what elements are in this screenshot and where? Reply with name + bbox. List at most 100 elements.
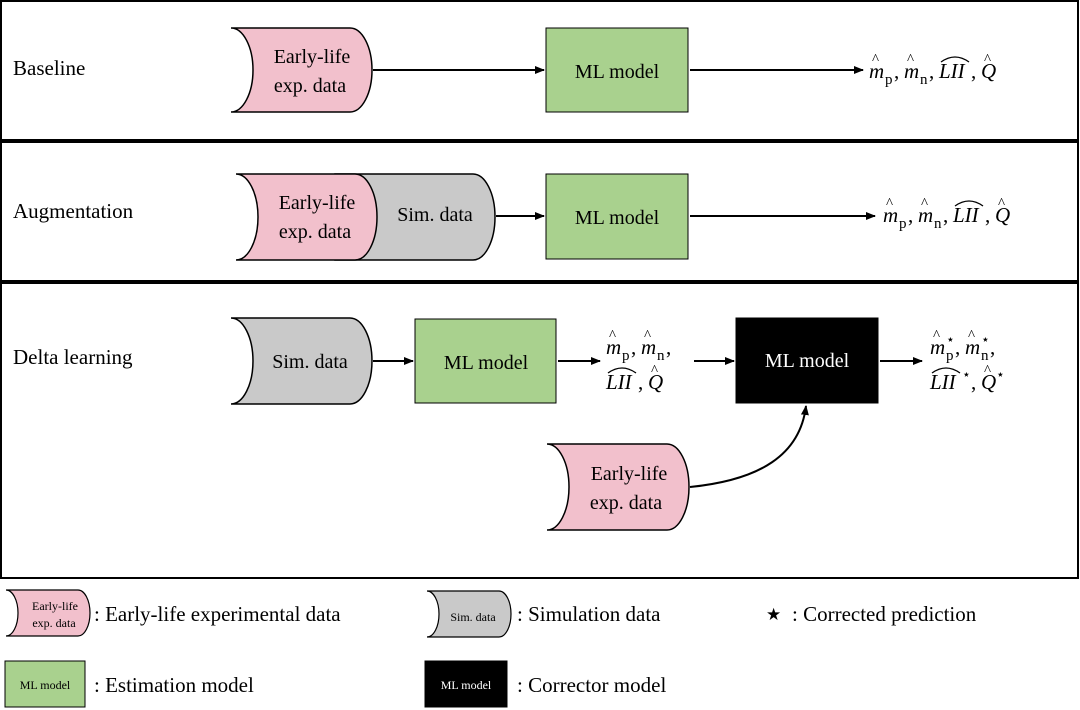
out-lii-letter: LII [952, 203, 980, 227]
delta-curved-arrow [689, 405, 809, 488]
augmentation-sim-shape [334, 173, 496, 261]
out-mp-letter: m [869, 59, 884, 83]
out-mn-hat: ^ [968, 328, 975, 344]
out-c1-comma: , [908, 203, 913, 227]
legend-corrector-text: : Corrector model [517, 673, 666, 697]
out-mn-letter: m [904, 59, 919, 83]
out-mp-hat: ^ [609, 328, 616, 344]
out-c2-comma: , [666, 335, 671, 359]
out-c2-comma: , [929, 59, 934, 83]
out-mn-sub: n [981, 348, 989, 364]
baseline-estimation-model: ML model [545, 27, 689, 113]
delta-exp-shape [546, 443, 690, 531]
delta-model-label: ML model [444, 352, 529, 374]
out-c3-comma: , [638, 370, 643, 394]
out-c3-comma: , [971, 370, 976, 394]
out-mp-sub: p [622, 348, 630, 364]
augmentation-panel: Augmentation Sim. data Early-life exp. d… [0, 141, 1079, 282]
out-q-hat: ^ [651, 363, 658, 379]
delta-corrected-outputs: m^⋆p,m^⋆n,LII⋆,Q^⋆ [929, 328, 1005, 394]
legend-estimation-item: ML model : Estimation model [4, 660, 254, 708]
legend-sim-icon [426, 590, 512, 638]
out-lii-star: ⋆ [962, 368, 971, 383]
out-q-letter: Q [981, 370, 996, 394]
baseline-model-label: ML model [575, 61, 660, 83]
baseline-frame [0, 0, 1079, 141]
baseline-label: Baseline [13, 56, 85, 80]
augmentation-label: Augmentation [13, 199, 134, 223]
out-mp-letter: m [930, 335, 945, 359]
out-mn-star: ⋆ [981, 333, 990, 348]
out-lii-wide-hat [940, 56, 970, 63]
delta-exp-line2: exp. data [590, 492, 662, 514]
augmentation-outputs: m^p,m^n,LII,Q^ [883, 196, 1010, 232]
augmentation-model-label: ML model [575, 207, 660, 229]
out-q-letter: Q [981, 59, 996, 83]
out-lii-letter: LII [929, 370, 957, 394]
out-mp-hat: ^ [886, 196, 893, 212]
out-c1-comma: , [894, 59, 899, 83]
legend-star-text: : Corrected prediction [792, 602, 977, 626]
legend-estimation-icon [4, 660, 86, 708]
delta-corrector-box [735, 317, 879, 404]
out-mp-sub: p [885, 72, 893, 88]
legend-exp-icon-line1: Early-life [32, 599, 78, 613]
legend-star-symbol: ★ [766, 605, 781, 624]
baseline-exp-shape [230, 27, 373, 113]
augmentation-exp-line1: Early-life [279, 192, 356, 214]
legend-exp-item: Early-life exp. data : Early-life experi… [5, 589, 341, 637]
legend-sim-item: Sim. data : Simulation data [426, 590, 661, 638]
delta-sim-label: Sim. data [272, 351, 348, 373]
out-mn-sub: n [934, 216, 942, 232]
delta-frame [0, 282, 1079, 579]
legend-corrector-item: ML model : Corrector model [424, 660, 666, 708]
augmentation-sim-data-block: Sim. data [334, 173, 496, 261]
baseline-outputs: m^p,m^n,LII,Q^ [869, 52, 996, 88]
legend-sim-icon-label: Sim. data [450, 610, 496, 624]
delta-corrector-label: ML model [765, 350, 850, 372]
delta-estimation-model: ML model [414, 318, 557, 404]
out-q-hat: ^ [984, 363, 991, 379]
baseline-exp-data-block: Early-life exp. data [230, 27, 373, 113]
delta-label: Delta learning [13, 345, 133, 369]
out-mp-star: ⋆ [946, 333, 955, 348]
delta-model-box [414, 318, 557, 404]
legend-exp-icon [5, 589, 91, 637]
out-mp-letter: m [883, 203, 898, 227]
out-q-star: ⋆ [996, 368, 1005, 383]
delta-panel: Delta learning Sim. data ML model m^p,m^… [0, 282, 1079, 579]
out-mp-letter: m [606, 335, 621, 359]
out-c2-comma: , [943, 203, 948, 227]
out-mp-sub: p [946, 348, 954, 364]
out-c3-comma: , [985, 203, 990, 227]
legend-sim-text: : Simulation data [517, 602, 661, 626]
legend-star-item: ★ : Corrected prediction [766, 602, 977, 626]
delta-exp-line1: Early-life [591, 463, 668, 485]
out-lii-wide-hat [931, 367, 961, 374]
legend-corrector-icon-label: ML model [441, 678, 492, 692]
delta-exp-data-block: Early-life exp. data [546, 443, 690, 531]
augmentation-exp-data-block: Early-life exp. data [235, 173, 378, 261]
out-q-letter: Q [648, 370, 663, 394]
legend-estimation-text: : Estimation model [94, 673, 254, 697]
legend: Early-life exp. data : Early-life experi… [4, 589, 977, 708]
augmentation-exp-shape [235, 173, 378, 261]
out-q-letter: Q [995, 203, 1010, 227]
legend-estimation-icon-label: ML model [20, 678, 71, 692]
augmentation-estimation-model: ML model [545, 173, 689, 260]
delta-intermediate-outputs: m^p,m^n,LII,Q^ [605, 328, 671, 394]
out-q-hat: ^ [984, 52, 991, 68]
out-c3-comma: , [971, 59, 976, 83]
legend-exp-icon-line2: exp. data [32, 616, 76, 630]
out-mp-hat: ^ [933, 328, 940, 344]
augmentation-sim-label: Sim. data [397, 204, 473, 226]
baseline-panel: Baseline Early-life exp. data ML model m… [0, 0, 1079, 141]
augmentation-model-box [545, 173, 689, 260]
out-c2-comma: , [990, 335, 995, 359]
out-mn-sub: n [920, 72, 928, 88]
out-lii-letter: LII [938, 59, 966, 83]
out-mn-letter: m [965, 335, 980, 359]
baseline-exp-line1: Early-life [274, 46, 351, 68]
out-mn-letter: m [918, 203, 933, 227]
